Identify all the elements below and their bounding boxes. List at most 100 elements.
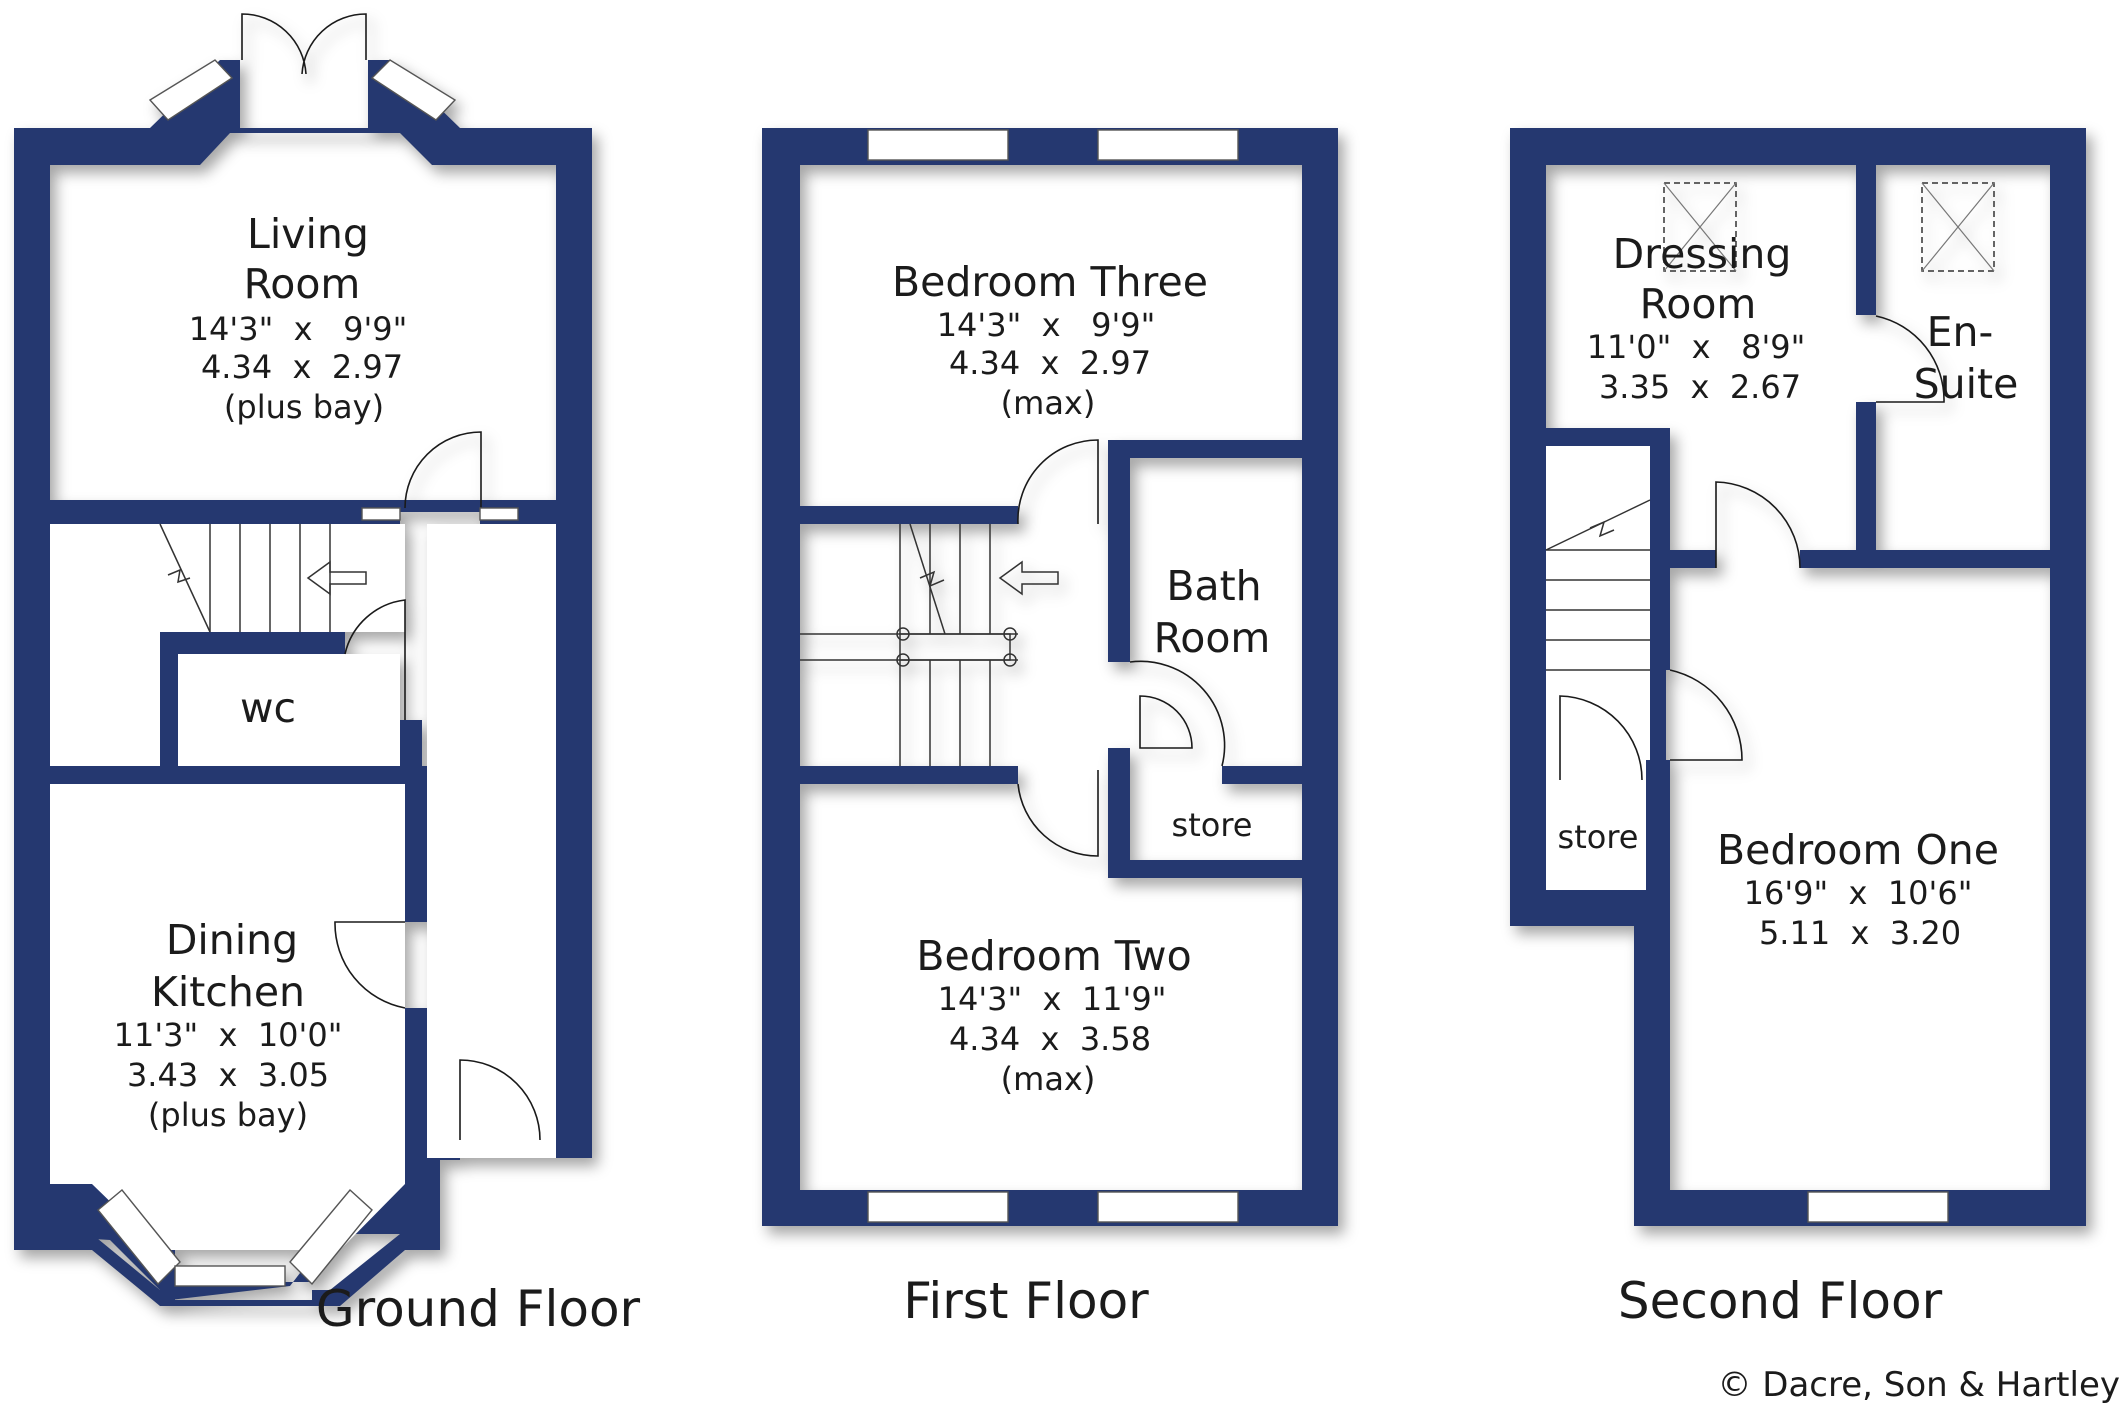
second-ensuite-skylight bbox=[1921, 182, 1995, 272]
dressing-room-name-line1: Dressing bbox=[1613, 230, 1792, 278]
bedroom-two-imperial: 14'3" x 11'9" bbox=[938, 980, 1167, 1018]
first-stair-arrow bbox=[998, 560, 1059, 596]
second-staircase bbox=[1545, 499, 1651, 671]
ground-bay-window-left bbox=[97, 1189, 181, 1286]
ground-wc-wall-left bbox=[160, 632, 178, 770]
bedroom-two-note: (max) bbox=[1001, 1060, 1096, 1098]
first-top-window-right bbox=[1097, 129, 1239, 161]
second-ensuite-wall-left bbox=[1856, 165, 1876, 315]
bedroom-two-name: Bedroom Two bbox=[916, 932, 1191, 980]
dining-kitchen-name-line2: Kitchen bbox=[151, 968, 305, 1016]
dressing-room-imperial: 11'0" x 8'9" bbox=[1587, 328, 1806, 366]
ground-front-door[interactable] bbox=[459, 1059, 541, 1141]
bath-room-name-line1: Bath bbox=[1166, 562, 1261, 610]
first-bottom-window-left bbox=[867, 1191, 1009, 1223]
ground-top-window-left bbox=[148, 59, 234, 121]
ground-kitchen-partition bbox=[50, 766, 422, 784]
bedroom-three-note: (max) bbox=[1001, 384, 1096, 422]
living-room-imperial: 14'3" x 9'9" bbox=[189, 310, 408, 348]
dressing-room-metric: 3.35 x 2.67 bbox=[1599, 368, 1801, 406]
dining-kitchen-note: (plus bay) bbox=[148, 1096, 308, 1134]
second-store-divider bbox=[1546, 428, 1666, 446]
first-bath-door[interactable] bbox=[1129, 660, 1226, 767]
second-stair-wall-right bbox=[1650, 428, 1670, 670]
ground-stair-arrow bbox=[306, 560, 367, 596]
ground-door-jamb-right bbox=[479, 507, 519, 521]
ground-living-partition bbox=[50, 508, 400, 524]
second-dressing-door[interactable] bbox=[1715, 481, 1801, 569]
dining-kitchen-imperial: 11'3" x 10'0" bbox=[114, 1016, 343, 1054]
second-dressing-partition bbox=[1666, 550, 1716, 568]
first-top-window-left bbox=[867, 129, 1009, 161]
ground-left-floor bbox=[50, 524, 160, 766]
first-floor-title: First Floor bbox=[903, 1272, 1149, 1330]
bedroom-three-metric: 4.34 x 2.97 bbox=[949, 344, 1151, 382]
second-store-wall-right bbox=[1646, 760, 1670, 930]
first-store-door[interactable] bbox=[1139, 695, 1193, 749]
ground-kitchen-door[interactable] bbox=[334, 921, 406, 1009]
bath-room-name-line2: Room bbox=[1154, 614, 1271, 662]
bedroom-one-metric: 5.11 x 3.20 bbox=[1759, 914, 1961, 952]
ground-hall-wall-lower bbox=[405, 1008, 427, 1208]
first-store-wall-left bbox=[1108, 748, 1130, 878]
bedroom-three-name: Bedroom Three bbox=[892, 258, 1208, 306]
second-ensuite-wall-bottom bbox=[1800, 550, 2050, 568]
ground-bay-window-right bbox=[289, 1188, 373, 1286]
first-bath-wall-bottom bbox=[1222, 766, 1302, 784]
second-floor-title: Second Floor bbox=[1618, 1272, 1943, 1330]
living-room-metric: 4.34 x 2.97 bbox=[201, 348, 403, 386]
ground-wc-door[interactable] bbox=[344, 599, 406, 720]
wc-name: wc bbox=[240, 684, 296, 732]
first-bath-wall-top bbox=[1108, 440, 1302, 458]
first-bed2-door[interactable] bbox=[1017, 770, 1099, 857]
ground-outer-wall-right bbox=[556, 500, 592, 1158]
ground-bay-wall bbox=[14, 1234, 440, 1306]
dining-kitchen-metric: 3.43 x 3.05 bbox=[127, 1056, 329, 1094]
ground-hall-floor bbox=[427, 524, 556, 1158]
first-bottom-window-right bbox=[1097, 1191, 1239, 1223]
first-store-wall-bottom bbox=[1108, 860, 1302, 878]
dining-kitchen-name-line1: Dining bbox=[166, 916, 298, 964]
ground-staircase bbox=[159, 523, 367, 633]
second-bedroom-door[interactable] bbox=[1669, 669, 1743, 761]
bedroom-three-imperial: 14'3" x 9'9" bbox=[937, 306, 1156, 344]
second-floor-plan bbox=[1510, 128, 2086, 1226]
second-dressing-skylight bbox=[1663, 182, 1737, 272]
ground-bay-window-centre bbox=[174, 1265, 286, 1287]
first-bed2-partition bbox=[800, 766, 1018, 784]
second-ensuite-door[interactable] bbox=[1875, 315, 1945, 403]
ground-floor-title: Ground Floor bbox=[316, 1280, 641, 1338]
first-bed3-door[interactable] bbox=[1017, 439, 1099, 525]
first-floor-plan bbox=[762, 128, 1338, 1226]
dressing-room-name-line2: Room bbox=[1640, 280, 1757, 328]
labels: Living Room 14'3" x 9'9" 4.34 x 2.97 (pl… bbox=[114, 210, 2120, 1405]
ground-kitchen-floor bbox=[50, 784, 405, 1184]
first-bed3-partition bbox=[800, 506, 1018, 524]
ground-front-double-door[interactable] bbox=[241, 13, 367, 75]
first-store-name: store bbox=[1172, 806, 1253, 844]
living-room-name-line2: Room bbox=[244, 260, 361, 308]
ground-door-jamb-left bbox=[361, 507, 401, 521]
living-room-name-line1: Living bbox=[247, 210, 369, 258]
bedroom-one-name: Bedroom One bbox=[1717, 826, 1999, 874]
first-staircase bbox=[800, 523, 1059, 766]
second-ensuite-wall-left-lower bbox=[1856, 402, 1876, 568]
second-store-door[interactable] bbox=[1559, 695, 1643, 781]
copyright-notice: © Dacre, Son & Hartley bbox=[1717, 1365, 2120, 1405]
en-suite-name-line1: En- bbox=[1927, 308, 1994, 356]
second-left-wall bbox=[1510, 428, 1546, 926]
second-floor-outer-wall bbox=[1510, 128, 2086, 1226]
bedroom-two-metric: 4.34 x 3.58 bbox=[949, 1020, 1151, 1058]
bedroom-one-imperial: 16'9" x 10'6" bbox=[1744, 874, 1973, 912]
ground-wc-floor bbox=[178, 654, 400, 766]
ground-living-door[interactable] bbox=[404, 431, 482, 509]
second-store-name: store bbox=[1558, 818, 1639, 856]
ground-hall-wall-upper bbox=[405, 766, 427, 922]
ground-floor-plan bbox=[14, 13, 592, 1306]
first-bath-wall-left bbox=[1108, 440, 1130, 662]
living-room-note: (plus bay) bbox=[224, 388, 384, 426]
en-suite-name-line2: Suite bbox=[1914, 360, 2019, 408]
second-stair-floor bbox=[1546, 446, 1650, 890]
ground-wc-wall-top bbox=[160, 632, 345, 654]
